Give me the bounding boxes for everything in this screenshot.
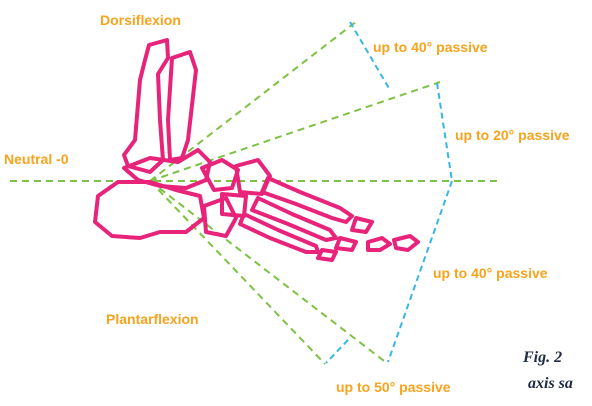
plantarflexion-40-label: up to 40° passive [433, 265, 548, 281]
angle-arcs [326, 22, 452, 363]
plantarflexion-50-arc [326, 340, 348, 363]
plantarflexion-label: Plantarflexion [106, 311, 199, 327]
navicular-bone [202, 160, 238, 190]
calcaneus-bone [95, 182, 204, 238]
metatarsal-bones [240, 178, 352, 252]
caption-line-2: axis sa [528, 375, 573, 392]
dorsiflexion-20-arc [437, 83, 452, 181]
figure-caption: Fig. 2 axis sa [522, 349, 573, 392]
plantarflexion-50-label: up to 50° passive [336, 379, 451, 395]
dorsiflexion-20-label: up to 20° passive [455, 127, 570, 143]
caption-line-1: Fig. 2 [522, 349, 562, 366]
dorsiflexion-label: Dorsiflexion [100, 12, 181, 28]
foot-skeleton [95, 40, 418, 260]
plantarflexion-50-axis-line [150, 181, 325, 364]
dorsiflexion-40-arc [350, 22, 390, 90]
plantarflexion-40-axis-line [150, 181, 388, 364]
tibia-bone [124, 40, 168, 172]
neutral-label: Neutral -0 [4, 151, 69, 167]
annotation-labels: Dorsiflexion Neutral -0 Plantarflexion u… [4, 12, 570, 395]
fibula-bone [168, 52, 196, 160]
dorsiflexion-40-label: up to 40° passive [373, 39, 488, 55]
